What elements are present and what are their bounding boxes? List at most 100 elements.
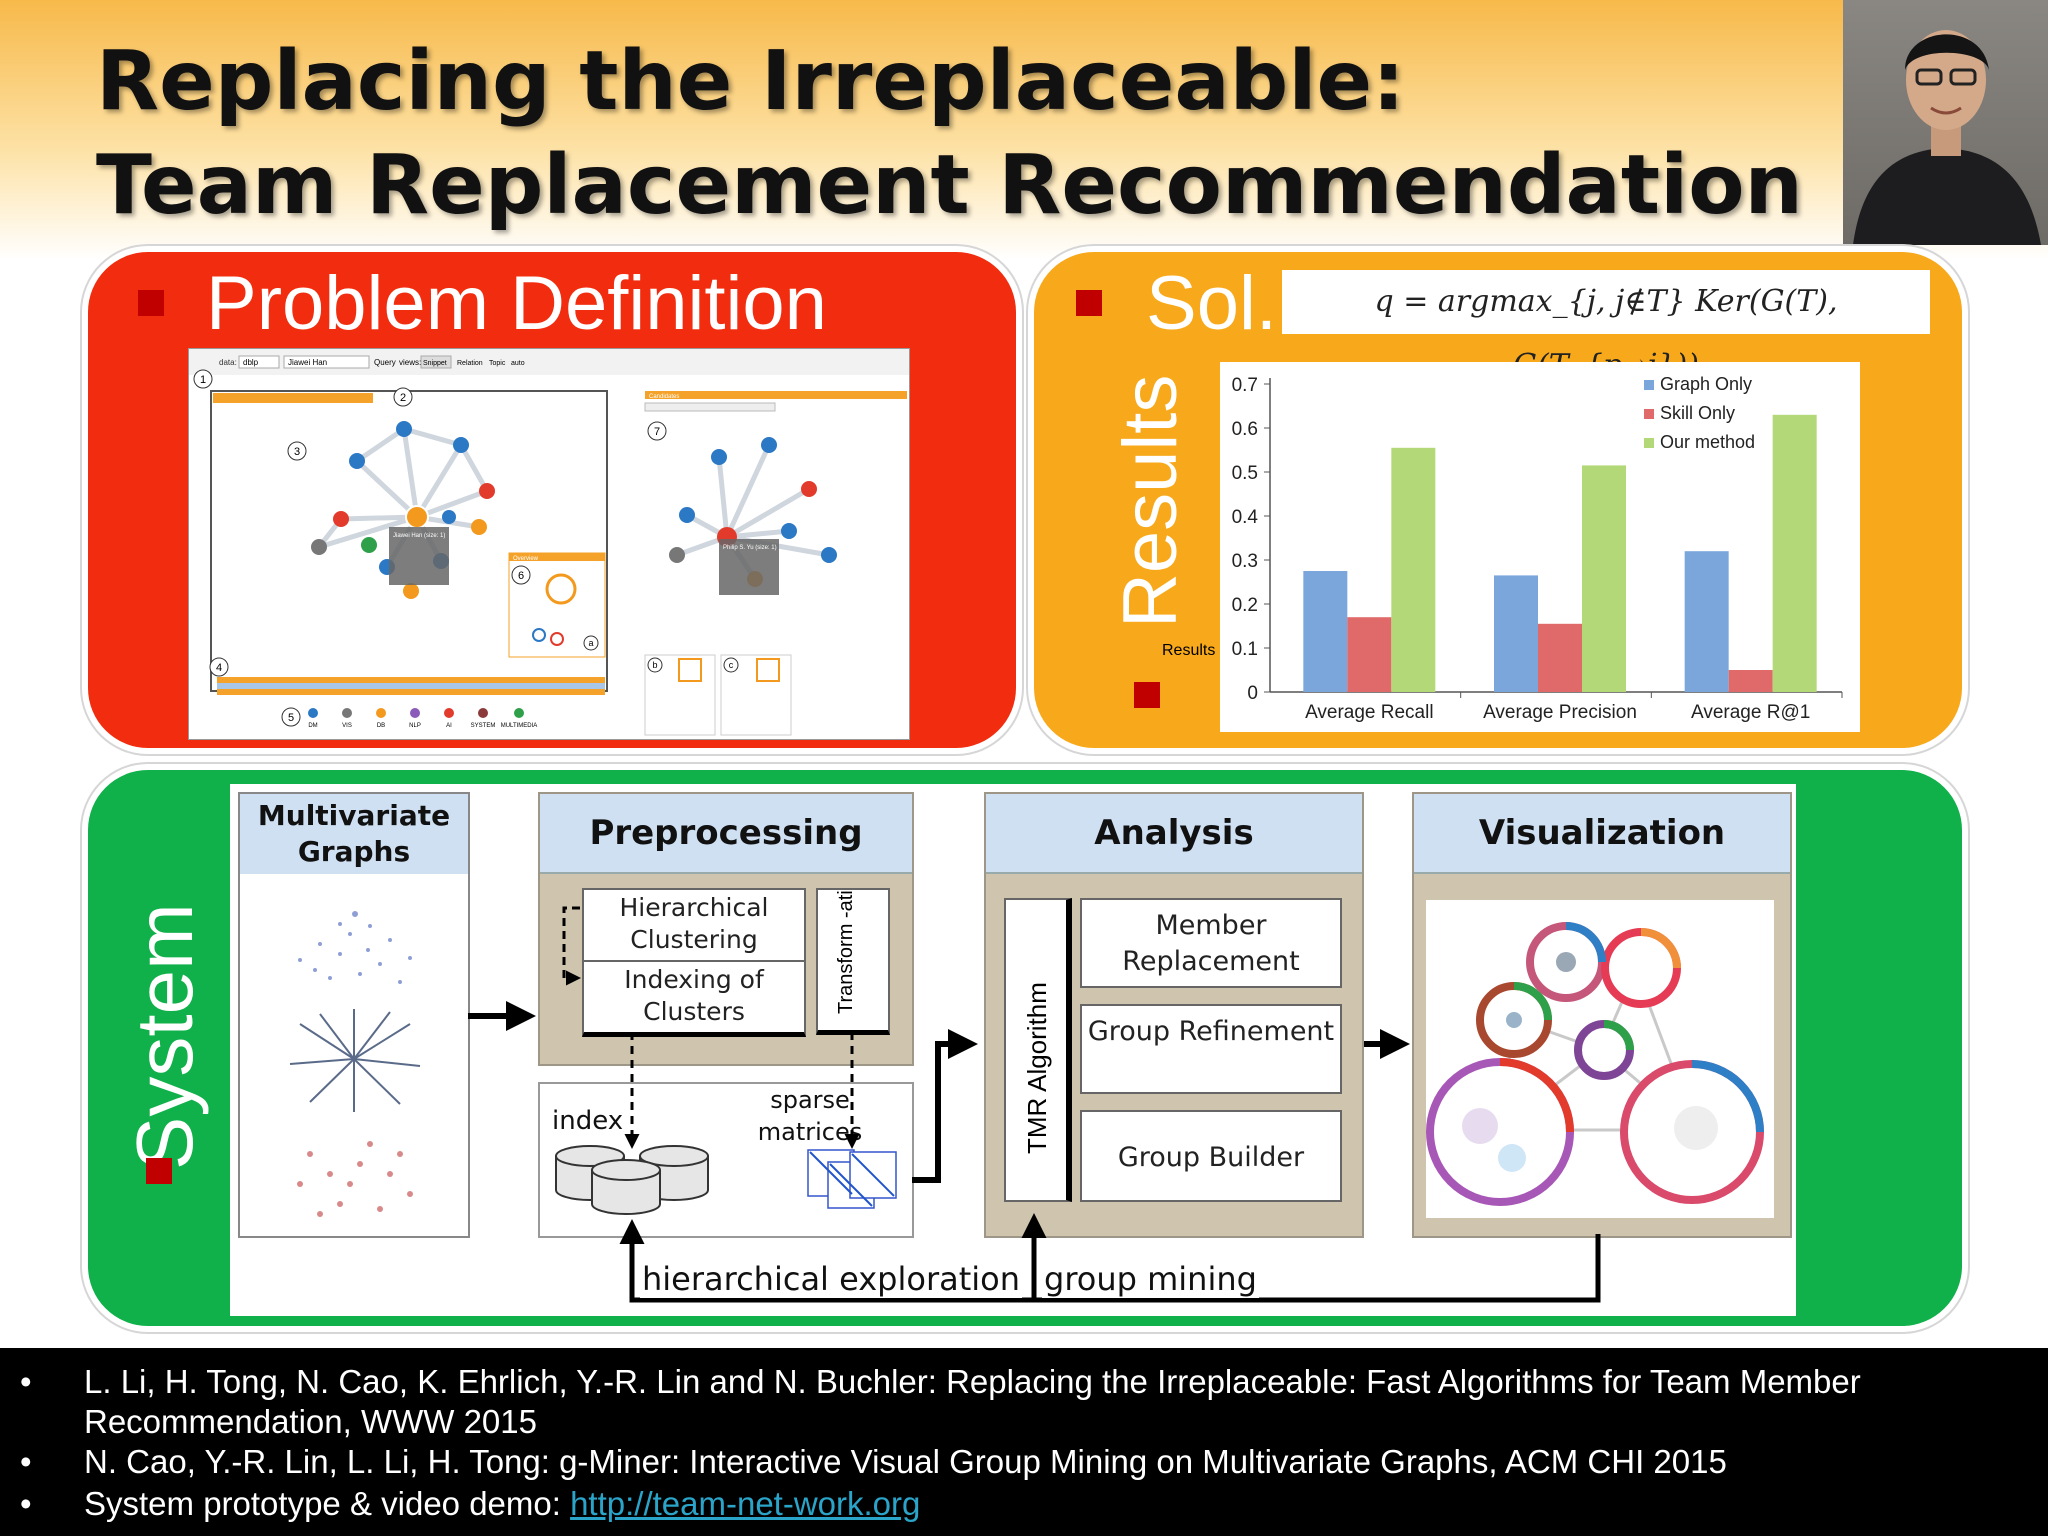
sparse-matrices-label: sparse matrices bbox=[757, 1086, 863, 1146]
legend-nlp: NLP bbox=[409, 723, 421, 729]
reference-1: L. Li, H. Tong, N. Cao, K. Ehrlich, Y.-R… bbox=[84, 1363, 1861, 1440]
system-heading: System bbox=[120, 903, 209, 1170]
candidates-label: Candidates bbox=[649, 394, 679, 400]
bar-graph-only bbox=[1303, 571, 1348, 692]
toolbar-data-label: data: bbox=[219, 358, 237, 367]
project-link[interactable]: http://team-net-work.org bbox=[570, 1485, 921, 1522]
callout-3: 3 bbox=[294, 446, 300, 458]
reference-2: N. Cao, Y.-R. Lin, L. Li, H. Tong: g-Min… bbox=[84, 1443, 1727, 1480]
y-tick-label: 0.3 bbox=[1232, 551, 1258, 572]
visualization-graphic-box bbox=[1426, 900, 1774, 1218]
y-tick-label: 0.6 bbox=[1232, 419, 1258, 440]
problem-definition-panel: Problem Definition 1 data: dblp Jiawei H… bbox=[88, 252, 1016, 748]
references-bar: • L. Li, H. Tong, N. Cao, K. Ehrlich, Y.… bbox=[0, 1348, 2048, 1536]
legend-system: SYSTEM bbox=[471, 723, 496, 729]
callout-5: 5 bbox=[288, 712, 294, 724]
preprocessing-header: Preprocessing bbox=[540, 794, 912, 874]
cluster-visualization bbox=[1426, 922, 1764, 1206]
bullet-square bbox=[1076, 290, 1102, 316]
legend-multimedia: MULTIMEDIA bbox=[501, 723, 538, 729]
tab-snippet: Snippet bbox=[423, 360, 447, 367]
analysis-header: Analysis bbox=[986, 794, 1362, 874]
bar-skill-only bbox=[1347, 617, 1392, 692]
callout-c: c bbox=[729, 660, 734, 670]
reference-3-text: System prototype & video demo: bbox=[84, 1485, 571, 1522]
multivariate-graphs-box bbox=[238, 874, 470, 1238]
slide-title: Replacing the Irreplaceable: Team Replac… bbox=[96, 30, 1803, 238]
overview-label: Overview bbox=[513, 556, 539, 562]
legend-dots bbox=[308, 708, 524, 718]
y-tick-label: 0.4 bbox=[1232, 507, 1259, 528]
y-tick-label: 0.5 bbox=[1232, 463, 1258, 484]
analysis-label: Analysis bbox=[1094, 813, 1254, 853]
bar-our-method bbox=[1772, 414, 1817, 692]
formula-box: q = argmax_{j, j∉T} Ker(G(T), G(T_{p→j})… bbox=[1282, 270, 1930, 383]
legend-swatch bbox=[1644, 380, 1654, 390]
graph-thumbnail-1 bbox=[298, 911, 412, 984]
preprocessing-label: Preprocessing bbox=[589, 813, 863, 853]
legend-label: Skill Only bbox=[1660, 403, 1735, 423]
speaker-video bbox=[1843, 0, 2048, 245]
indexing-clusters-label: Indexing of Clusters bbox=[624, 965, 764, 1026]
data-value: dblp bbox=[243, 358, 259, 367]
title-line-2: Team Replacement Recommendation bbox=[96, 138, 1803, 233]
callout-4: 4 bbox=[216, 662, 222, 674]
legend-dm: DM bbox=[308, 723, 317, 729]
legend-ai: AI bbox=[446, 723, 452, 729]
tab-topic: Topic bbox=[489, 360, 506, 367]
x-tick-label: Average Recall bbox=[1305, 702, 1434, 723]
graph-thumbnail-2 bbox=[289, 1009, 421, 1112]
group-mining-label: group mining bbox=[1042, 1260, 1259, 1298]
problem-definition-heading: Problem Definition bbox=[206, 261, 827, 346]
gminer-screenshot: 1 data: dblp Jiawei Han Query views: Sni… bbox=[188, 348, 910, 740]
member-replacement-label: Member Replacement bbox=[1122, 910, 1300, 977]
tooltip-node-2: Philip S. Yu (size: 1) bbox=[723, 545, 777, 551]
bullet-square bbox=[1134, 682, 1160, 708]
group-refinement-label: Group Refinement bbox=[1087, 1016, 1335, 1047]
callout-7: 7 bbox=[654, 426, 660, 438]
x-tick-label: Average Precision bbox=[1483, 702, 1637, 723]
bar-graph-only bbox=[1494, 575, 1538, 692]
tab-auto: auto bbox=[511, 360, 525, 367]
y-tick-label: 0 bbox=[1247, 683, 1258, 704]
transformation-label: Transform -ation bbox=[835, 890, 857, 1014]
arrow-to-analysis bbox=[912, 1029, 978, 1183]
bar-graph-only bbox=[1684, 551, 1729, 692]
graph-thumbnails bbox=[289, 911, 421, 1217]
query-button: Query bbox=[374, 358, 396, 367]
title-line-1: Replacing the Irreplaceable: bbox=[96, 34, 1405, 129]
group-builder-box: Group Builder bbox=[1080, 1110, 1342, 1202]
bar-skill-only bbox=[1728, 670, 1773, 692]
tmr-algorithm-label: TMR Algorithm bbox=[1022, 982, 1052, 1154]
callout-6: 6 bbox=[518, 570, 524, 582]
graph-thumbnail-3 bbox=[297, 1141, 413, 1217]
legend-swatch bbox=[1644, 409, 1654, 419]
bar-skill-only bbox=[1538, 623, 1582, 692]
group-builder-label: Group Builder bbox=[1117, 1142, 1305, 1173]
legend-label: Our method bbox=[1660, 432, 1755, 452]
x-tick-label: Average R@1 bbox=[1691, 702, 1810, 723]
reference-bullet: • bbox=[20, 1443, 32, 1480]
group-refinement-box: Group Refinement bbox=[1080, 1004, 1342, 1094]
multivariate-graphs-label: Multivariate Graphs bbox=[257, 799, 451, 868]
search-box bbox=[283, 355, 370, 369]
legend-label: Graph Only bbox=[1660, 374, 1752, 394]
reference-3: System prototype & video demo: http://te… bbox=[84, 1484, 2024, 1524]
system-label-svg: System bbox=[120, 903, 209, 1170]
visualization-header: Visualization bbox=[1414, 794, 1790, 874]
y-tick-label: 0.7 bbox=[1232, 375, 1258, 396]
results-label-svg: Results bbox=[1108, 375, 1188, 628]
transformation-box: Transform -ation bbox=[816, 868, 890, 1035]
search-value: Jiawei Han bbox=[288, 358, 327, 367]
callout-2: 2 bbox=[400, 392, 406, 404]
hierarchical-exploration-label: hierarchical exploration bbox=[640, 1260, 1023, 1298]
bar-our-method bbox=[1582, 465, 1626, 692]
member-replacement-box: Member Replacement bbox=[1080, 898, 1342, 988]
reference-bullet: • bbox=[20, 1363, 32, 1400]
tmr-algorithm-label-svg: TMR Algorithm bbox=[1022, 982, 1052, 1154]
y-tick-label: 0.2 bbox=[1232, 595, 1258, 616]
bullet-square bbox=[138, 290, 164, 316]
visualization-label: Visualization bbox=[1478, 813, 1726, 853]
